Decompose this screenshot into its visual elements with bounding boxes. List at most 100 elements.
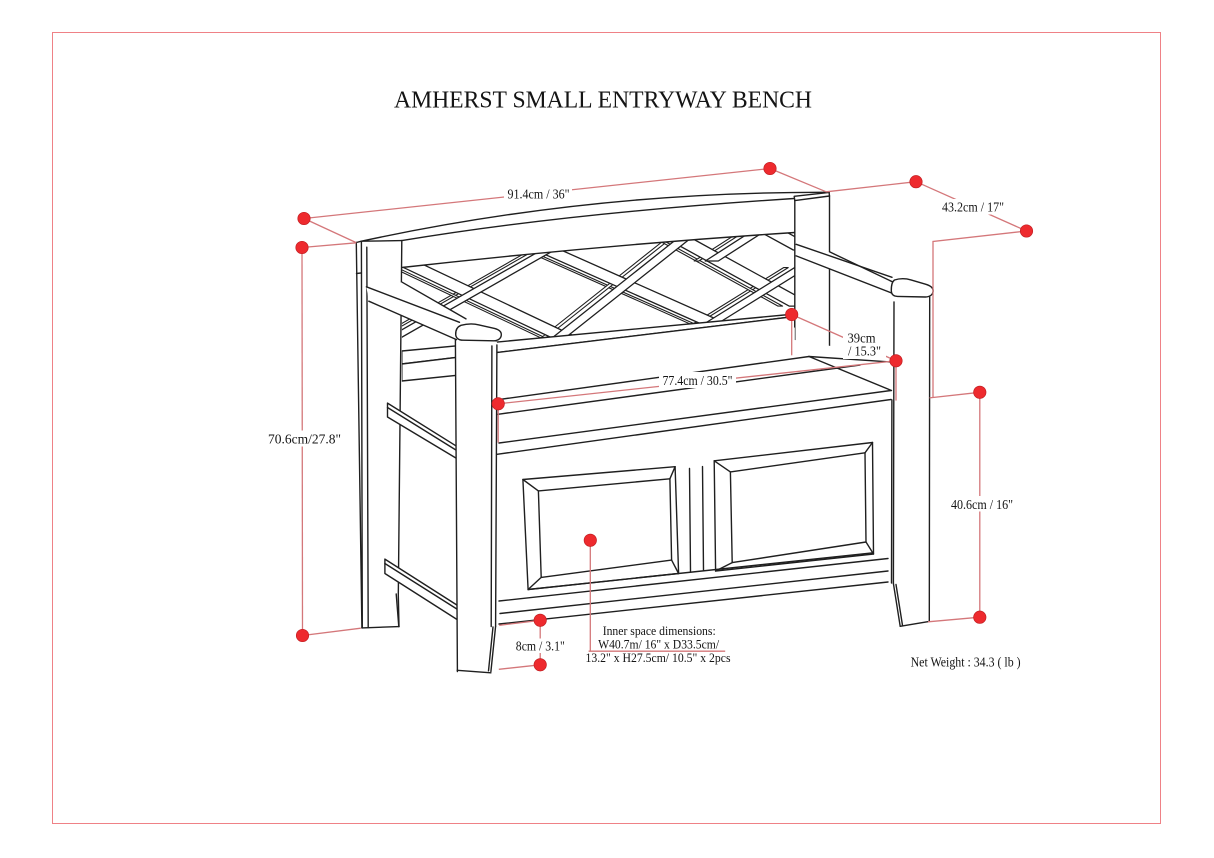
inner-space-line2: W40.7m/ 16" x D33.5cm/ (598, 638, 719, 652)
dim-dot (1019, 224, 1034, 238)
dim-height-leader-top (301, 242, 357, 249)
front-left-leg-left-edge (454, 337, 459, 673)
right-arm-inner-edge (828, 251, 897, 285)
seat-right-edge (808, 355, 893, 392)
left-leg-taper (395, 593, 400, 628)
dim-width-leader-right (769, 167, 827, 193)
dim-legheight-leader-bottom (927, 616, 980, 623)
dim-dot (909, 175, 923, 189)
left-arm-inner-edge (401, 281, 467, 320)
dim-dot (763, 161, 777, 176)
dim-label-depth: 43.2cm / 17" (942, 199, 1004, 214)
dim-inner-leader (588, 540, 726, 652)
top-rail-front-edge (401, 195, 828, 242)
left-post-inner-edge-1 (360, 240, 363, 629)
top-rail (360, 191, 830, 269)
box-top-rail-top-edge (498, 389, 892, 444)
left-post-step-line (355, 272, 363, 275)
dim-label-seatdepth-1: 39cm (848, 331, 876, 346)
front-left-leg-right-edge (494, 344, 498, 627)
inner-space-line3: 13.2" x H27.5cm/ 10.5" x 2pcs (586, 651, 731, 665)
front-right-leg-taper-2 (895, 583, 904, 627)
box-fill (499, 390, 891, 626)
left-arm-cap (454, 323, 503, 342)
front-left-leg-inner-line (490, 345, 493, 628)
right-arm-fill (796, 244, 896, 294)
left-post-outer-edge (355, 241, 363, 629)
storage-box (496, 389, 892, 626)
left-arm (365, 281, 503, 342)
front-right-leg-taper (892, 582, 901, 627)
label-bg (948, 496, 1016, 512)
box-bottom-line-1 (498, 557, 889, 602)
front-right-leg-left-edge (892, 301, 895, 585)
dim-dot (491, 397, 505, 411)
right-panel-bevels (713, 441, 875, 572)
left-post-fill-bottom (356, 410, 400, 628)
front-left-leg-bottom (456, 669, 492, 674)
left-arm-bottom-edge (368, 300, 458, 341)
dim-dot (973, 610, 987, 624)
front-left-leg-fill (455, 335, 497, 672)
dim-dot (533, 613, 547, 627)
label-bg (659, 372, 736, 388)
page-border (52, 32, 1161, 824)
dimension-labels: 91.4cm / 36" 43.2cm / 17" 70.6cm/27.8" 7… (265, 186, 1021, 670)
dim-dot (889, 354, 903, 368)
dim-label-clearance: 8cm / 3.1" (516, 638, 565, 653)
front-right-leg-bottom (899, 620, 930, 627)
right-post-fill (794, 196, 830, 357)
front-left-leg (454, 335, 498, 674)
left-arm-top-edge (365, 286, 461, 323)
right-arm-bottom-edge (795, 255, 895, 295)
dim-label-seatdepth-2: / 15.3" (848, 344, 881, 359)
top-rail-bottom-edge (401, 231, 796, 269)
dim-clearance-leader-top (499, 619, 541, 626)
front-left-leg-taper (490, 625, 497, 673)
side-stretcher-inner (384, 562, 460, 612)
lattice-slat (704, 232, 764, 262)
left-panel-bevels (522, 466, 680, 591)
dim-clearance-leader-bottom (498, 664, 541, 670)
dim-label-width: 91.4cm / 36" (508, 186, 570, 201)
side-seat-rail-inner (386, 406, 458, 452)
label-bg (513, 638, 568, 653)
box-bottom-line-2 (499, 570, 889, 615)
dim-label-seatwidth: 77.4cm / 30.5" (663, 373, 733, 388)
box-bottom-edge (498, 581, 889, 625)
net-weight-label: Net Weight : 34.3 ( lb ) (911, 654, 1021, 670)
left-post-front-right-edge (397, 239, 403, 628)
dim-dot (295, 628, 310, 643)
seat-front-bottom-edge (496, 364, 861, 416)
top-rail-fill (361, 192, 830, 268)
seat-front-top-edge (496, 355, 810, 401)
dim-dot (785, 307, 799, 322)
left-leg-bottom-edge (361, 625, 400, 629)
dim-dot (297, 211, 311, 226)
box-bottom-rail-top-edge (527, 552, 874, 591)
right-arm-top-edge (795, 243, 893, 278)
dim-width-leader-left (303, 217, 357, 244)
top-rail-back-edge (360, 191, 830, 242)
right-arm-cap (890, 278, 934, 298)
dimension-dots (295, 161, 1034, 672)
label-bg (265, 430, 344, 447)
center-stile (688, 465, 705, 573)
dim-label-height: 70.6cm/27.8" (268, 431, 341, 446)
label-bg (939, 199, 1007, 215)
right-arm (795, 243, 934, 298)
dim-depth-leader-left (826, 181, 917, 193)
dim-depth-extension (932, 230, 1027, 398)
left-post-inner-edge-2 (366, 246, 369, 629)
label-bg (504, 186, 572, 202)
box-top-rail-bottom-edge (496, 398, 892, 455)
lattice-slat (548, 235, 695, 341)
bench-drawing (355, 191, 934, 674)
left-post-fill-top (356, 240, 402, 420)
lattice-slat (756, 232, 795, 251)
stile-bevel-lines (688, 465, 705, 573)
inner-space-line1: Inner space dimensions: (603, 624, 716, 638)
right-panel (713, 441, 875, 572)
